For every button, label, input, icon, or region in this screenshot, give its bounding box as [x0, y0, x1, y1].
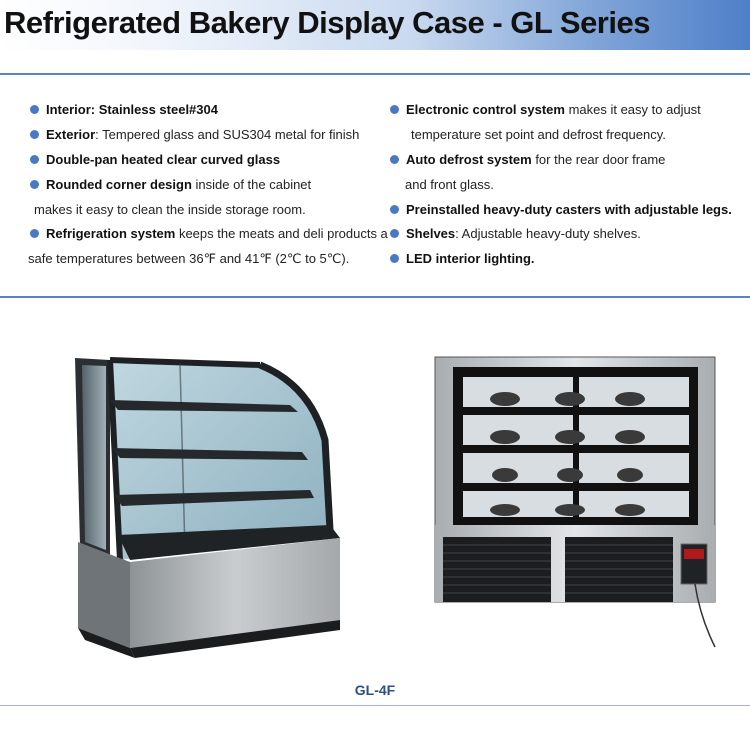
bullet-icon: [390, 155, 399, 165]
feature-item-continuation: safe temperatures between 36℉ and 41℉ (2…: [28, 251, 350, 266]
bullet-icon: [390, 205, 399, 215]
bullet-icon: [390, 229, 399, 239]
feature-item: Interior: Stainless steel#304: [30, 100, 218, 120]
title-bar: Refrigerated Bakery Display Case - GL Se…: [0, 0, 750, 50]
middle-divider: [0, 296, 750, 298]
bullet-icon: [30, 180, 39, 190]
product-images: [0, 330, 750, 660]
feature-item: LED interior lighting.: [390, 249, 535, 269]
bullet-icon: [30, 155, 39, 165]
feature-item-continuation: temperature set point and defrost freque…: [411, 127, 666, 142]
bullet-icon: [30, 130, 39, 140]
curved-glass-display-case-icon: [75, 357, 340, 658]
feature-item: Refrigeration system keeps the meats and…: [30, 224, 388, 244]
feature-item: Rounded corner design inside of the cabi…: [30, 175, 311, 195]
bullet-icon: [30, 229, 39, 239]
feature-item: Shelves: Adjustable heavy-duty shelves.: [390, 224, 641, 244]
top-divider: [0, 73, 750, 75]
feature-item: Double-pan heated clear curved glass: [30, 150, 280, 170]
bottom-divider: [0, 705, 750, 706]
feature-item: Electronic control system makes it easy …: [390, 100, 701, 120]
model-caption: GL-4F: [354, 682, 396, 698]
bullet-icon: [390, 105, 399, 115]
feature-item: Auto defrost system for the rear door fr…: [390, 150, 665, 170]
sliding-door-display-case-icon: [434, 356, 716, 648]
feature-item-continuation: makes it easy to clean the inside storag…: [34, 202, 306, 217]
bullet-icon: [30, 105, 39, 115]
feature-item-continuation: and front glass.: [405, 177, 494, 192]
feature-item: Preinstalled heavy-duty casters with adj…: [390, 200, 732, 220]
feature-list: Interior: Stainless steel#304 Exterior: …: [0, 100, 750, 280]
page-title: Refrigerated Bakery Display Case - GL Se…: [4, 5, 650, 40]
feature-item: Exterior: Tempered glass and SUS304 meta…: [30, 125, 359, 145]
bullet-icon: [390, 254, 399, 264]
